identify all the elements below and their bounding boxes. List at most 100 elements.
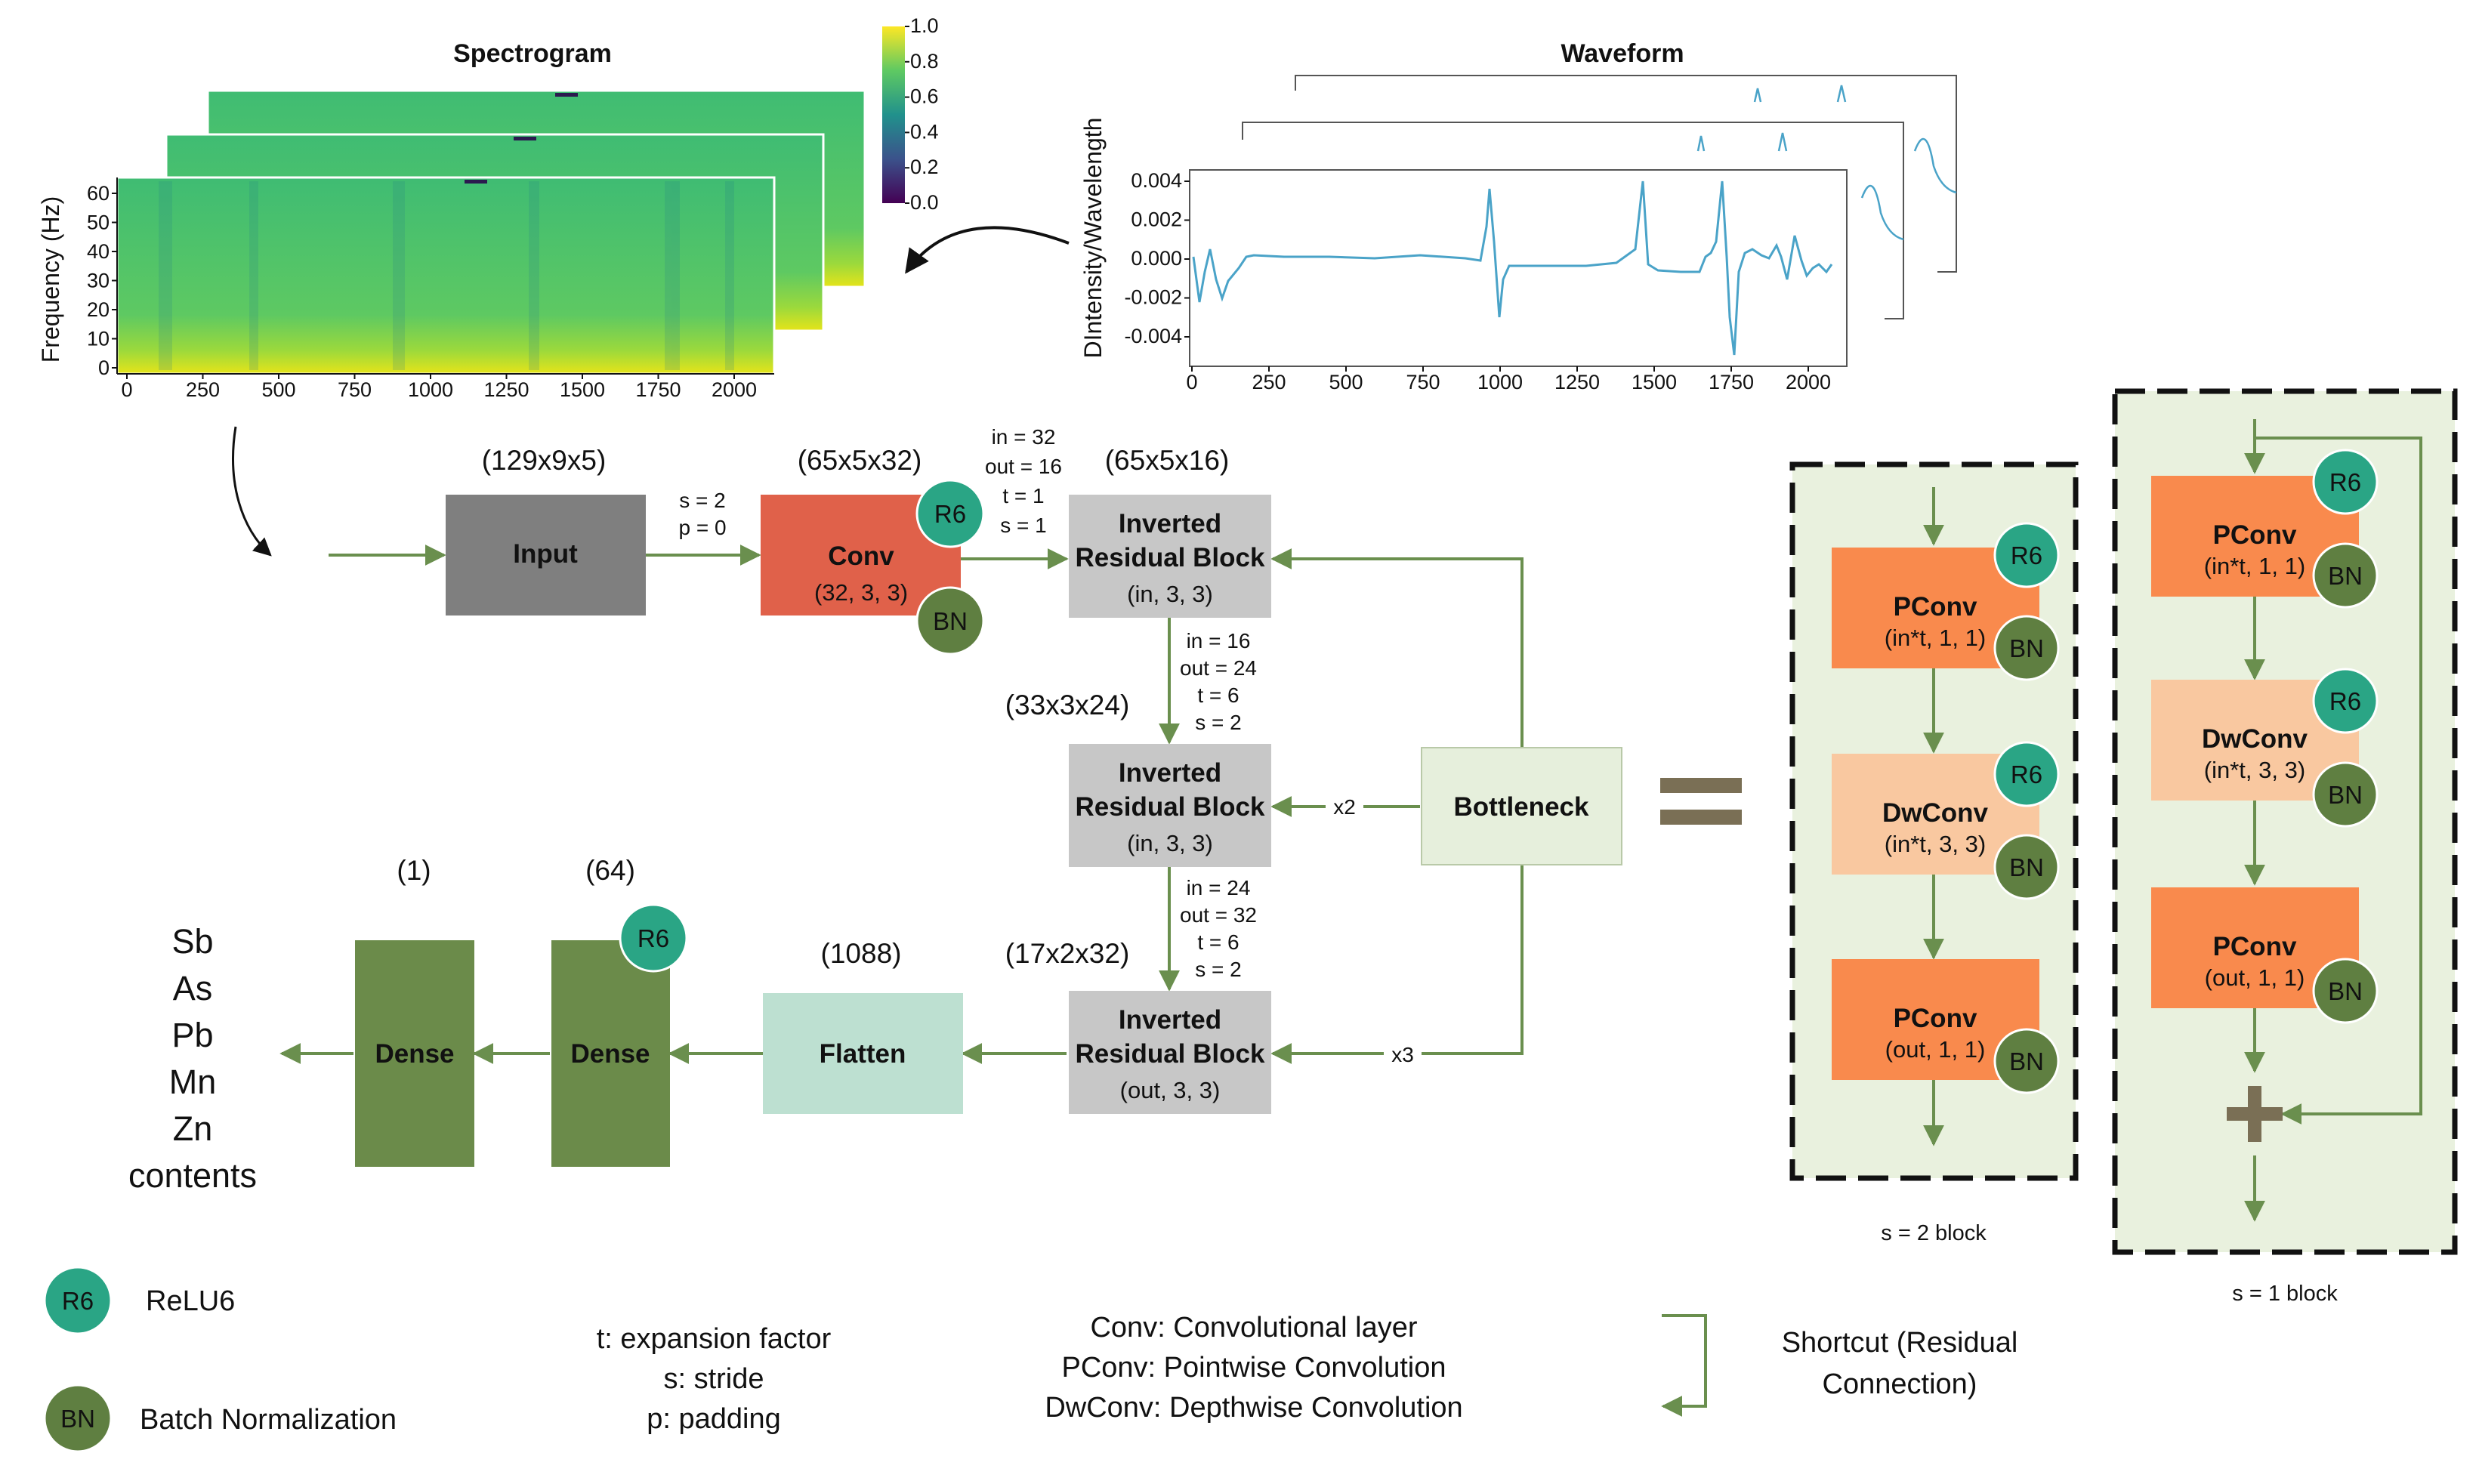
legend-param: s: stride — [663, 1363, 764, 1395]
legend-shortcut-icon — [1661, 1314, 1707, 1417]
equals-bar-top — [1660, 778, 1742, 793]
bottleneck-label: Bottleneck — [1454, 792, 1589, 822]
input-dim: (129x9x5) — [482, 445, 607, 476]
s1-block: PConv (in*t, 1, 1) R6 BN DwConv (in*t, 3… — [2112, 388, 2458, 1306]
bottleneck-to-irb1-arrow — [1270, 548, 1524, 748]
irb3-param: out = 32 — [1180, 903, 1257, 927]
waveform-to-spectrogram-arrow — [905, 226, 1070, 274]
conv-dim: (65x5x32) — [798, 445, 922, 476]
dense2-box — [355, 940, 474, 1167]
irb2-box — [1069, 744, 1271, 867]
s1-pconv1-label: PConv — [2213, 520, 2297, 550]
s2-pconv1-sub: (in*t, 1, 1) — [1885, 625, 1986, 651]
colorbar-tick: 0.2 — [910, 156, 939, 178]
spectrogram-ytick: 50 — [87, 211, 110, 234]
spectrogram-ylabel: Frequency (Hz) — [37, 196, 64, 363]
irb2-line1: Inverted — [1119, 758, 1221, 788]
spectrogram-ytick: 10 — [87, 328, 110, 350]
input-label: Input — [513, 539, 578, 569]
s2-pconv2-bn-text: BN — [2009, 1047, 2044, 1075]
legend-bn-badge-text: BN — [60, 1405, 95, 1433]
main-pipeline: (129x9x5) (65x5x32) (65x5x16) (33x3x24) … — [128, 425, 1622, 1195]
spectrogram-xtick: 750 — [338, 378, 372, 401]
waveform-front-plot — [1189, 169, 1848, 367]
legend-param: t: expansion factor — [597, 1323, 832, 1355]
dense2-dim: (1) — [397, 855, 431, 886]
waveform-xtick: 750 — [1406, 371, 1440, 393]
dense1-label: Dense — [570, 1039, 650, 1069]
legend-relu6-label: ReLU6 — [146, 1285, 235, 1317]
s1-dwconv-sub: (in*t, 3, 3) — [2204, 757, 2305, 783]
s1-block-caption: s = 1 block — [2232, 1282, 2338, 1306]
s2-pconv2-sub: (out, 1, 1) — [1885, 1036, 1986, 1063]
irb1-box — [1069, 495, 1271, 618]
conv-relu6-text: R6 — [934, 500, 966, 528]
s1-pconv2-bn-badge — [2312, 958, 2379, 1024]
spectrogram-xtick: 2000 — [712, 378, 757, 401]
s2-pconv1-relu6-badge — [1993, 522, 2060, 588]
spectrogram-dark-mark — [465, 180, 487, 184]
irb1-param: in = 32 — [992, 425, 1056, 449]
s2-pconv1-bn-text: BN — [2009, 634, 2044, 662]
waveform-ytick: -0.004 — [1124, 325, 1182, 347]
spectrogram-title: Spectrogram — [453, 39, 612, 68]
s1-pconv1-bn-badge — [2312, 542, 2379, 609]
waveform-ytick: 0.000 — [1131, 247, 1182, 270]
irb1-param: out = 16 — [985, 455, 1062, 478]
s1-pconv2-sub: (out, 1, 1) — [2205, 964, 2305, 991]
irb1-dim: (65x5x16) — [1105, 445, 1230, 476]
irb3-line1: Inverted — [1119, 1005, 1221, 1035]
irb3-dim: (17x2x32) — [1005, 938, 1130, 969]
flatten-label: Flatten — [820, 1039, 906, 1069]
flatten-dim: (1088) — [821, 938, 902, 969]
legend: R6 ReLU6 BN Batch Normalization t: expan… — [43, 1266, 2017, 1453]
conv-params: s = 2p = 0 — [678, 489, 726, 539]
waveform-ytick: 0.004 — [1131, 169, 1182, 192]
waveform-ylabel: DIntensity/Wavelength — [1079, 118, 1107, 359]
s2-dwconv-bn-badge — [1993, 834, 2060, 900]
plus-icon — [2227, 1086, 2283, 1142]
s2-dwconv-sub: (in*t, 3, 3) — [1885, 831, 1986, 857]
spectrogram-dark-mark — [514, 137, 536, 140]
s1-pconv1-sub: (in*t, 1, 1) — [2204, 553, 2305, 579]
irb2-sub: (in, 3, 3) — [1127, 830, 1213, 856]
irb1-line1: Inverted — [1119, 509, 1221, 538]
output-label: contents — [128, 1156, 257, 1195]
dense1-box — [551, 940, 670, 1167]
irb3-param: t = 6 — [1197, 930, 1239, 954]
spectrogram-panel: Spectrogram Frequency (Hz) 6050403020100… — [37, 14, 939, 401]
spectrogram-xtick: 1500 — [560, 378, 605, 401]
spectrogram-ytick: 20 — [87, 298, 110, 321]
spectrogram-dark-mark — [555, 93, 578, 97]
irb2-line2: Residual Block — [1076, 792, 1265, 822]
irb3-line2: Residual Block — [1076, 1039, 1265, 1069]
irb2-param: out = 24 — [1180, 656, 1257, 680]
colorbar-tick: 0.6 — [910, 85, 939, 108]
conv-param: s = 2 — [679, 489, 725, 512]
s2-block-caption: s = 2 block — [1881, 1221, 1987, 1245]
conv-bn-text: BN — [933, 607, 968, 635]
legend-param: p: padding — [647, 1403, 781, 1435]
legend-bn-badge — [43, 1384, 113, 1453]
spectrogram-xtick: 250 — [186, 378, 220, 401]
waveform-xtick: 250 — [1252, 371, 1286, 393]
repeat-x2-label: x2 — [1333, 795, 1356, 819]
waveform-xtick: 1750 — [1709, 371, 1754, 393]
s2-dwconv-relu6-badge — [1993, 741, 2060, 807]
irb1-sub: (in, 3, 3) — [1127, 581, 1213, 607]
waveform-xtick: 500 — [1329, 371, 1363, 393]
irb1-param: t = 1 — [1002, 484, 1044, 508]
legend-shortcut-line2: Connection) — [1823, 1368, 1977, 1400]
spectrogram-ytick: 60 — [87, 182, 110, 205]
dense1-relu6-badge — [619, 903, 688, 973]
dense1-dim: (64) — [585, 855, 635, 886]
legend-relu6-badge — [43, 1266, 113, 1335]
spectrogram-xtick: 1750 — [635, 378, 681, 401]
waveform-xtick: 1250 — [1554, 371, 1600, 393]
conv-label: Conv — [828, 541, 894, 571]
